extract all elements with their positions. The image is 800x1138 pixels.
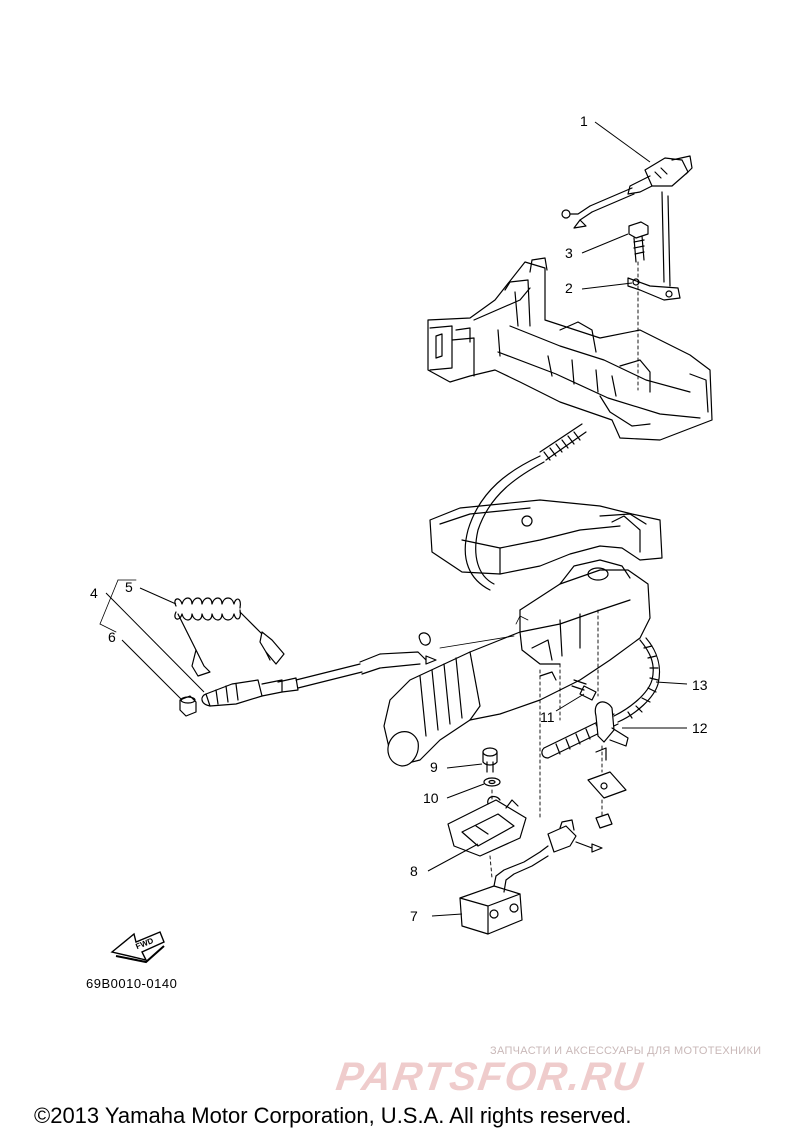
callout-6: 6	[108, 629, 116, 645]
throttle-cable	[464, 423, 587, 591]
callout-5: 5	[125, 579, 133, 595]
callout-4: 4	[90, 585, 98, 601]
callout-11: 11	[540, 709, 555, 725]
callout-1: 1	[580, 113, 588, 129]
diagram-code: 69B0010-0140	[86, 976, 178, 991]
part-3-bolt	[628, 221, 649, 391]
part-6-cap	[179, 695, 197, 717]
copyright-notice: ©2013 Yamaha Motor Corporation, U.S.A. A…	[34, 1103, 632, 1128]
callout-10: 10	[423, 790, 439, 806]
callout-12: 12	[692, 720, 708, 736]
part-7-switch-unit	[459, 819, 603, 935]
fwd-arrow-icon: FWD	[110, 931, 165, 964]
guide-lines	[439, 635, 515, 649]
part-5-lanyard-cord	[174, 597, 285, 677]
part-4-bracket-lines	[99, 579, 137, 633]
part-12-clamp	[587, 701, 629, 829]
part-10-washer	[483, 777, 501, 801]
bottom-cowling-frame	[427, 257, 713, 441]
part-11-screw	[571, 679, 597, 701]
callout-3: 3	[565, 245, 573, 261]
part-9-bolt	[482, 747, 498, 773]
part-13-harness	[541, 637, 661, 759]
watermark-logo: PARTSFOR.RU	[334, 1054, 647, 1099]
part-2-bracket	[627, 191, 681, 301]
callout-2: 2	[565, 280, 573, 296]
part-4-stop-switch-with-lock	[201, 632, 437, 707]
part-8-holder	[447, 795, 527, 879]
steering-bracket	[429, 499, 663, 575]
watermark-tagline: ЗАПЧАСТИ И АКСЕССУАРЫ ДЛЯ МОТОТЕХНИКИ	[490, 1045, 762, 1057]
leader-lines	[105, 121, 688, 917]
part-1-stop-switch	[561, 155, 693, 229]
callout-8: 8	[410, 863, 418, 879]
callout-13: 13	[692, 677, 708, 693]
callout-9: 9	[430, 759, 438, 775]
callout-7: 7	[410, 908, 418, 924]
tiller-handle	[383, 559, 651, 821]
svg-text:PARTSFOR.RU: PARTSFOR.RU	[334, 1054, 647, 1099]
